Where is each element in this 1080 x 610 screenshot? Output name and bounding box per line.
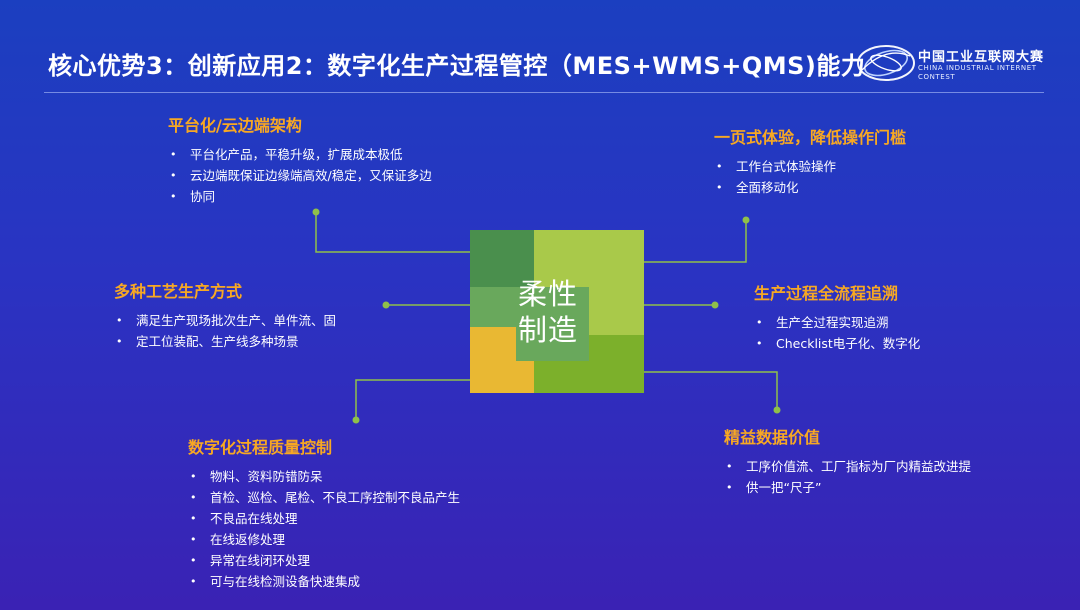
- center-label-line-2: 制造: [518, 313, 579, 347]
- list-item: 生产全过程实现追溯: [754, 312, 1034, 333]
- block-heading: 生产过程全流程追溯: [754, 284, 899, 303]
- connector-bottom-right: [644, 371, 778, 410]
- block-heading: 精益数据价值: [724, 428, 821, 447]
- list-item: 工序价值流、工厂指标为厂内精益改进提: [724, 456, 1014, 477]
- flexible-manufacturing-square: [470, 230, 644, 393]
- list-item: 物料、资料防错防呆: [188, 466, 518, 487]
- list-item: 工作台式体验操作: [714, 156, 1014, 177]
- list-item: 全面移动化: [714, 177, 1014, 198]
- logo-text-cn: 中国工业互联网大赛: [918, 50, 1045, 65]
- block-heading: 多种工艺生产方式: [114, 282, 243, 301]
- contest-logo-icon: [857, 45, 915, 81]
- block-quality-control: 数字化过程质量控制 物料、资料防错防呆 首检、巡检、尾检、不良工序控制不良品产生…: [188, 434, 518, 592]
- list-item-continuation: 协同: [168, 186, 468, 207]
- connector-top-left: [315, 212, 470, 253]
- block-heading: 数字化过程质量控制: [188, 438, 333, 457]
- connector-dot-top-right: [742, 216, 750, 224]
- square-dark-green: [470, 230, 534, 287]
- connector-dot-left: [382, 301, 390, 309]
- connector-bottom-left: [355, 379, 470, 420]
- list-item: Checklist电子化、数字化: [754, 333, 1034, 354]
- list-item: 异常在线闭环处理: [188, 550, 518, 571]
- list-item: 云边端既保证边缘端高效/稳定，又保证多边: [168, 165, 468, 186]
- block-heading: 平台化/云边端架构: [168, 116, 302, 135]
- block-lean-data-value: 精益数据价值 工序价值流、工厂指标为厂内精益改进提 供一把“尺子”: [724, 424, 1014, 498]
- block-one-page-experience: 一页式体验，降低操作门槛 工作台式体验操作 全面移动化: [714, 124, 1014, 198]
- list-item: 可与在线检测设备快速集成: [188, 571, 518, 592]
- connector-top-right: [644, 220, 747, 263]
- connector-dot-bottom-right: [773, 406, 781, 414]
- block-platform-architecture: 平台化/云边端架构 平台化产品，平稳升级，扩展成本极低 云边端既保证边缘端高效/…: [168, 112, 468, 207]
- list-item: 满足生产现场批次生产、单件流、固: [114, 310, 374, 331]
- block-heading: 一页式体验，降低操作门槛: [714, 128, 907, 147]
- connector-dot-right: [711, 301, 719, 309]
- block-production-modes: 多种工艺生产方式 满足生产现场批次生产、单件流、固 定工位装配、生产线多种场景: [114, 278, 374, 352]
- list-item: 平台化产品，平稳升级，扩展成本极低: [168, 144, 468, 165]
- page-title: 核心优势3：创新应用2：数字化生产过程管控（MES+WMS+QMS)能力: [48, 52, 866, 80]
- block-traceability: 生产过程全流程追溯 生产全过程实现追溯 Checklist电子化、数字化: [754, 280, 1034, 354]
- square-overlay-green: [516, 287, 589, 361]
- connector-dot-top-left: [312, 208, 320, 216]
- list-item: 在线返修处理: [188, 529, 518, 550]
- logo-text-en: CHINA INDUSTRIAL INTERNET CONTEST: [918, 64, 1037, 81]
- list-item-continuation: 定工位装配、生产线多种场景: [114, 331, 374, 352]
- center-label-line-1: 柔性: [518, 277, 579, 311]
- connector-dot-bottom-left: [352, 416, 360, 424]
- title-divider: [44, 92, 1044, 93]
- list-item-continuation: 供一把“尺子”: [724, 477, 1014, 498]
- list-item: 首检、巡检、尾检、不良工序控制不良品产生: [188, 487, 518, 508]
- center-label: 柔性 制造: [518, 276, 598, 348]
- list-item: 不良品在线处理: [188, 508, 518, 529]
